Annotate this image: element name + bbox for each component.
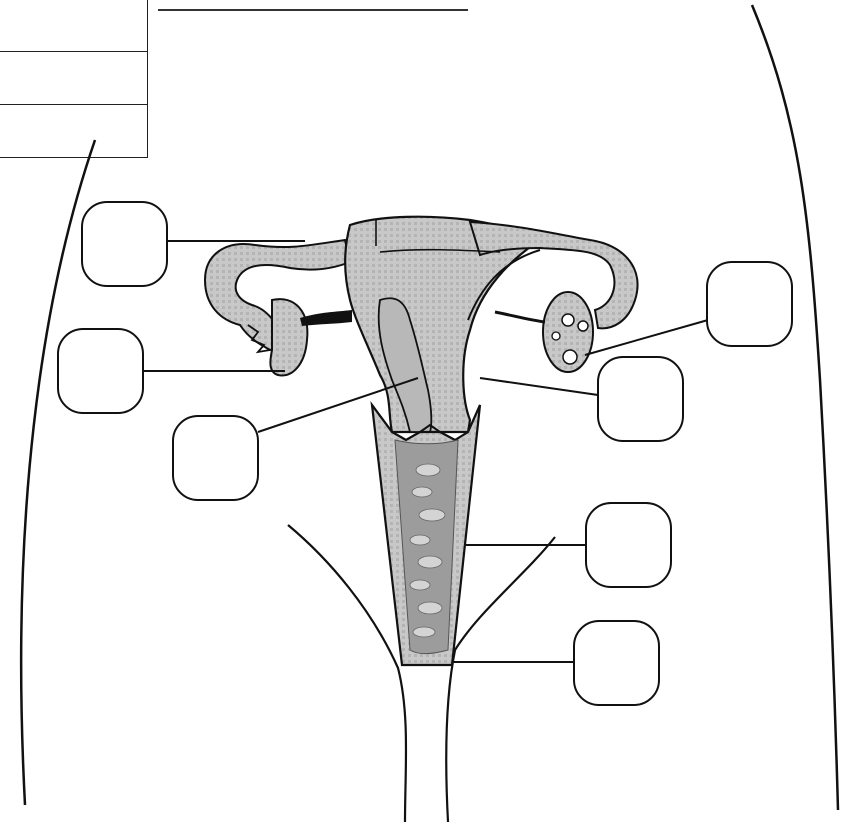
label-box-2[interactable]	[57, 328, 144, 414]
follicle	[578, 321, 588, 331]
ovary-left	[270, 299, 307, 375]
label-box-3[interactable]	[172, 415, 259, 501]
follicle	[552, 332, 560, 340]
inner-thigh-left	[288, 525, 406, 822]
follicle	[562, 314, 574, 326]
ovarian-ligament-left	[300, 310, 352, 326]
follicle	[563, 350, 577, 364]
label-box-4[interactable]	[706, 261, 793, 347]
ovarian-ligament-right	[495, 312, 545, 322]
label-box-7[interactable]	[573, 620, 660, 706]
label-box-6[interactable]	[585, 502, 672, 588]
label-box-5[interactable]	[597, 356, 684, 442]
label-box-1[interactable]	[81, 201, 168, 287]
body-outline-right	[752, 5, 838, 810]
inner-thigh-right	[446, 537, 555, 822]
